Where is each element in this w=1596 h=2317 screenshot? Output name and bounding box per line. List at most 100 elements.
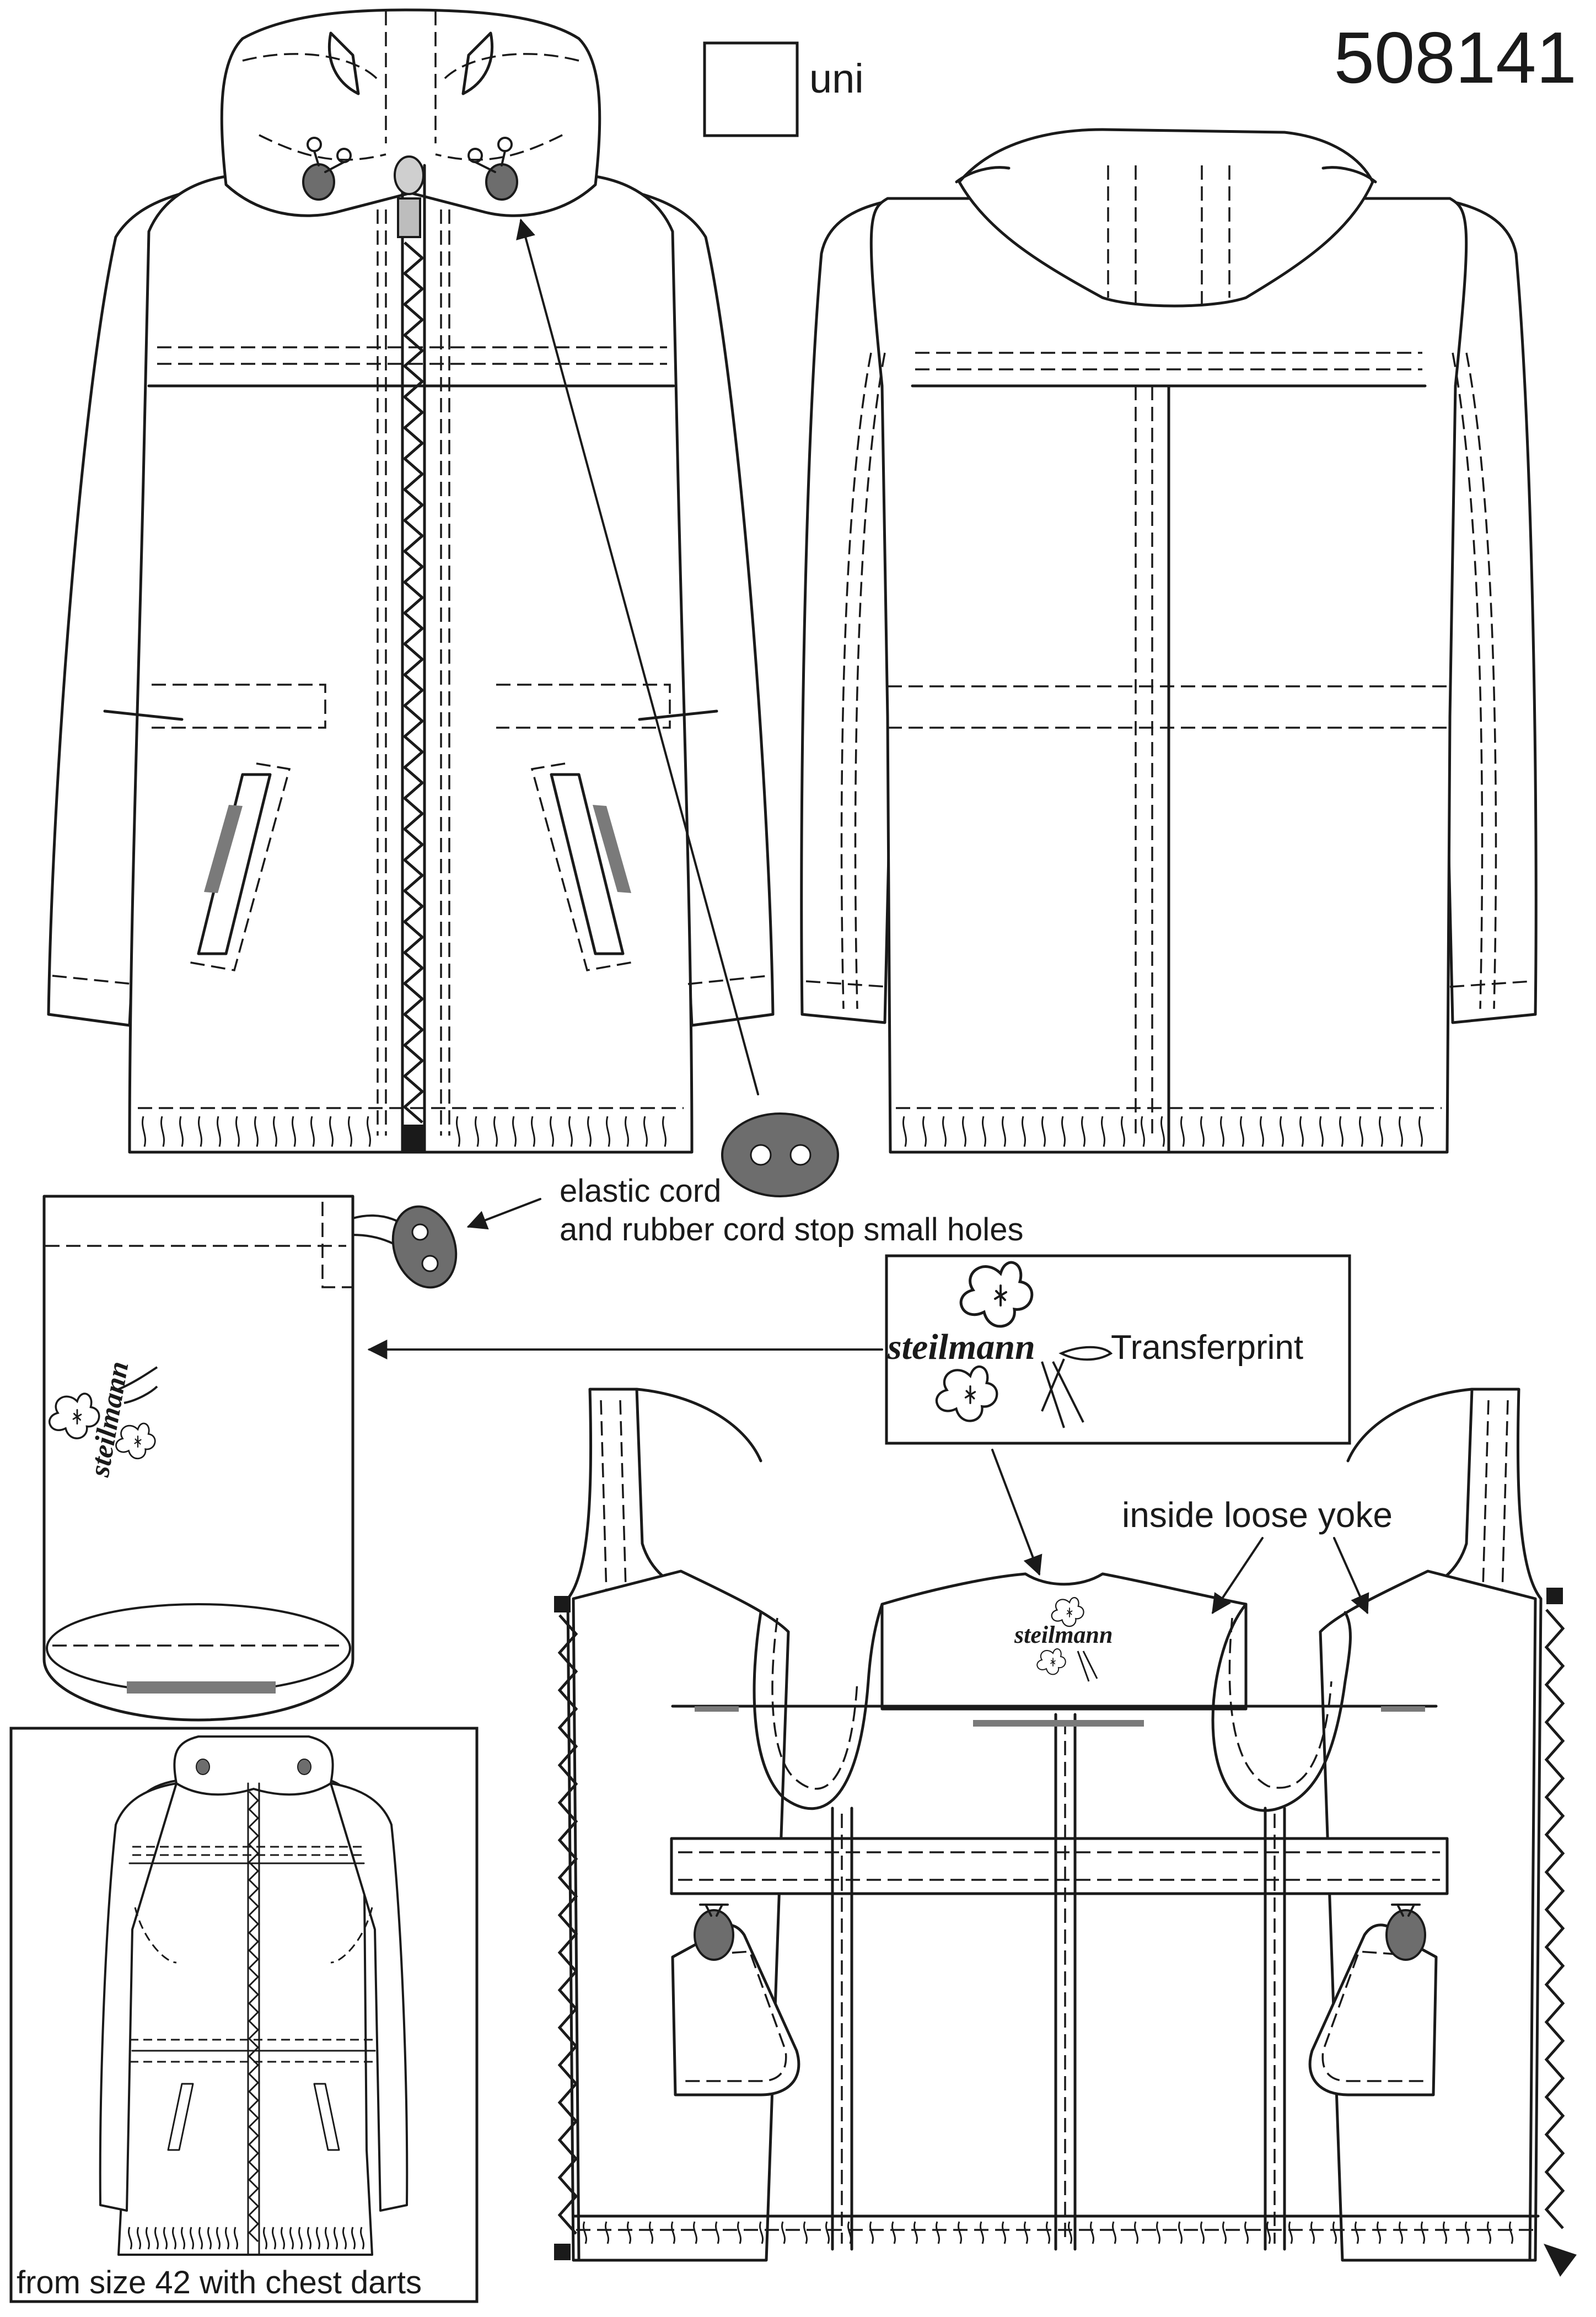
hem-gather-stitch (493, 1116, 498, 1147)
front-pocket-right (530, 762, 635, 972)
arrow-icon (466, 1198, 541, 1230)
cord-stopper-right (467, 137, 518, 201)
hem-gather-stitch (737, 2221, 741, 2244)
hem-gather-stitch (606, 1116, 610, 1147)
size-42-preview: from size 42 with chest darts (9, 1727, 479, 2303)
hem-gather-stitch (1061, 1116, 1066, 1147)
hem-gather-stitch (759, 2221, 764, 2244)
hem-gather-stitch (643, 1116, 648, 1147)
pouch-outline (42, 1195, 354, 1722)
hem-gather-stitch (1443, 2221, 1447, 2244)
hem-gather-stitch (207, 2227, 212, 2250)
hem-gather-stitch (550, 1116, 554, 1147)
article-number: 508141 (1334, 17, 1577, 98)
hem-gather-stitch (217, 1116, 221, 1147)
hem-gather-stitch (1081, 1116, 1086, 1147)
hem-gather-stitch (649, 2221, 653, 2244)
hem-gather-stitch (627, 2221, 631, 2244)
hem-gather-stitch (198, 2227, 203, 2250)
hem-gather-stitch (310, 1116, 315, 1147)
hem-gather-stitch (128, 2227, 132, 2250)
hem-gather-stitch (1399, 1116, 1403, 1147)
hem-gather-stitch (1024, 2221, 1028, 2244)
hem-gather-stitch (172, 2227, 176, 2250)
hem-gather-stitch (475, 1116, 479, 1147)
hem-gather-stitch (163, 2227, 168, 2250)
transferprint-logo: steilmann (887, 1327, 1035, 1367)
cord-stopper-inside-left (694, 1904, 734, 1961)
hem-gather-stitch (1046, 2221, 1050, 2244)
hem-gather-stitch (715, 2221, 719, 2244)
arrow-icon (991, 1449, 1042, 1576)
hem-gather-stitch (1101, 1116, 1105, 1147)
arrow-icon (1212, 1537, 1264, 1614)
inside-yoke-label: inside loose yoke (1122, 1495, 1393, 1535)
front-view (47, 8, 775, 1154)
hem-gather-stitch (254, 1116, 259, 1147)
hem-gather-stitch (1160, 1116, 1165, 1147)
hem-gather-stitch (367, 1116, 371, 1147)
hem-gather-stitch (137, 2227, 141, 2250)
front-left-sleeve (47, 183, 228, 1027)
hem-gather-stitch (1421, 2221, 1425, 2244)
transferprint-box: steilmann Transferprint (885, 1254, 1351, 1445)
hem-gather-stitch (190, 2227, 194, 2250)
colour-label: uni (809, 56, 864, 101)
hem-gather-stitch (351, 2227, 356, 2250)
front-body (128, 175, 694, 1154)
hem-gather-stitch (146, 2227, 150, 2250)
hem-gather-stitch (1310, 2221, 1315, 2244)
hem-gather-stitch (568, 1116, 573, 1147)
hem-gather-stitch (1090, 2221, 1094, 2244)
hem-gather-stitch (1379, 1116, 1383, 1147)
hem-gather-stitch (154, 2227, 159, 2250)
hem-gather-stitch (289, 2227, 294, 2250)
hem-gather-stitch (1200, 1116, 1205, 1147)
hem-gather-stitch (281, 2227, 285, 2250)
hem-gather-stitch (1339, 1116, 1344, 1147)
hem-gather-stitch (316, 2227, 320, 2250)
hem-gather-stitch (1002, 2221, 1006, 2244)
hem-gather-stitch (512, 1116, 517, 1147)
inside-body (572, 1569, 790, 2262)
hem-gather-stitch (625, 1116, 629, 1147)
front-pocket-left (187, 762, 291, 972)
hem-gather-stitch (1141, 1116, 1145, 1147)
hem-gather-stitch (693, 2221, 697, 2244)
hem-gather-stitch (962, 1116, 966, 1147)
hem-gather-stitch (531, 1116, 535, 1147)
hem-gather-stitch (1332, 2221, 1337, 2244)
cord-stopper-left (302, 137, 352, 201)
hem-gather-stitch (869, 2221, 874, 2244)
inside-yoke (880, 1572, 1248, 1711)
hem-gather-stitch (1178, 2221, 1183, 2244)
hem-gather-stitch (181, 2227, 185, 2250)
elastic-cord-label: elastic cord (560, 1173, 721, 1209)
hem-gather-stitch (891, 2221, 896, 2244)
hem-gather-stitch (216, 2227, 221, 2250)
chest-darts-note: from size 42 with chest darts (17, 2265, 422, 2300)
yoke-logo: steilmann (1014, 1621, 1113, 1648)
hem-gather-stitch (329, 1116, 334, 1147)
hem-gather-stitch (307, 2227, 311, 2250)
hem-gather-stitch (1319, 1116, 1324, 1147)
front-right-sleeve (594, 183, 775, 1027)
swatch-square-icon (703, 41, 799, 137)
hem-gather-stitch (1068, 2221, 1072, 2244)
hem-gather-stitch (1288, 2221, 1293, 2244)
hem-gather-stitch (847, 2221, 852, 2244)
hem-gather-stitch (982, 1116, 986, 1147)
hem-gather-stitch (1377, 2221, 1381, 2244)
hem-gather-stitch (1418, 1116, 1423, 1147)
hem-gather-stitch (1180, 1116, 1185, 1147)
oval-two-hole-toggle-icon (721, 1112, 839, 1197)
hem-gather-stitch (1266, 2221, 1271, 2244)
hem-gather-stitch (1220, 1116, 1224, 1147)
hem-gather-stitch (936, 2221, 940, 2244)
hem-gather-stitch (1156, 2221, 1160, 2244)
cord-stopper-inside-right (1385, 1904, 1426, 1961)
hem-gather-stitch (1121, 1116, 1125, 1147)
hem-gather-stitch (803, 2221, 808, 2244)
hem-gather-stitch (1134, 2221, 1138, 2244)
